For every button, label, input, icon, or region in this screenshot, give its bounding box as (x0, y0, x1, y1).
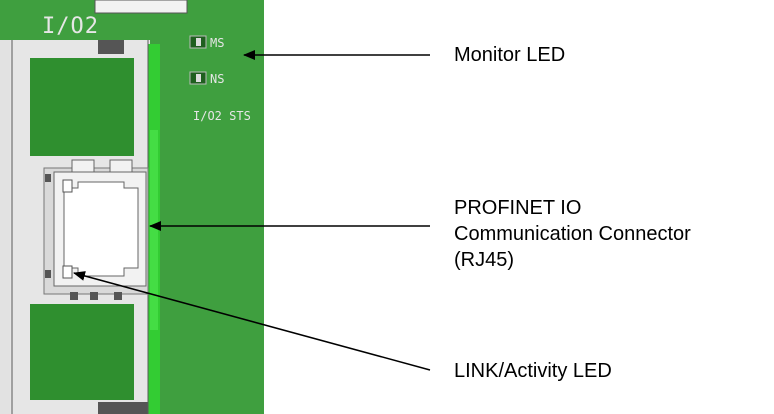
connector-label-line1: PROFINET IO (454, 197, 582, 219)
rj45-latch-right (109, 159, 133, 173)
ns-led (189, 71, 207, 85)
link-led-label: LINK/Activity LED (454, 360, 612, 382)
rj45-pin-2 (90, 292, 98, 300)
rj45-led-top (62, 179, 73, 193)
middle-green-strip (30, 150, 134, 156)
ns-led-label: NS (210, 72, 224, 86)
connector-label-line2: Communication Connector (454, 223, 691, 245)
rj45-pin-3 (114, 292, 122, 300)
bottom-component (98, 402, 150, 414)
rj45-pin-1 (70, 292, 78, 300)
module-label: I/O2 (42, 14, 99, 39)
rj45-port-opening (63, 181, 139, 277)
link-led-arrow (73, 271, 431, 371)
connector-label-line3: (RJ45) (454, 249, 515, 271)
bright-strip-highlight (150, 130, 158, 330)
upper-green-block (30, 58, 134, 150)
ms-led-label: MS (210, 36, 224, 50)
housing-left-rail (0, 40, 12, 414)
lower-green-block (30, 304, 134, 400)
top-tab (94, 0, 188, 14)
rj45-connector (43, 159, 149, 300)
monitor-led-label: Monitor LED (454, 44, 566, 66)
rj45-mount-left-low (45, 270, 51, 278)
ms-led (189, 35, 207, 49)
top-component (98, 40, 124, 54)
rj45-mount-left (45, 174, 51, 182)
rj45-latch-left (71, 159, 95, 173)
link-activity-led (62, 265, 73, 279)
status-label: I/O2 STS (193, 109, 251, 123)
